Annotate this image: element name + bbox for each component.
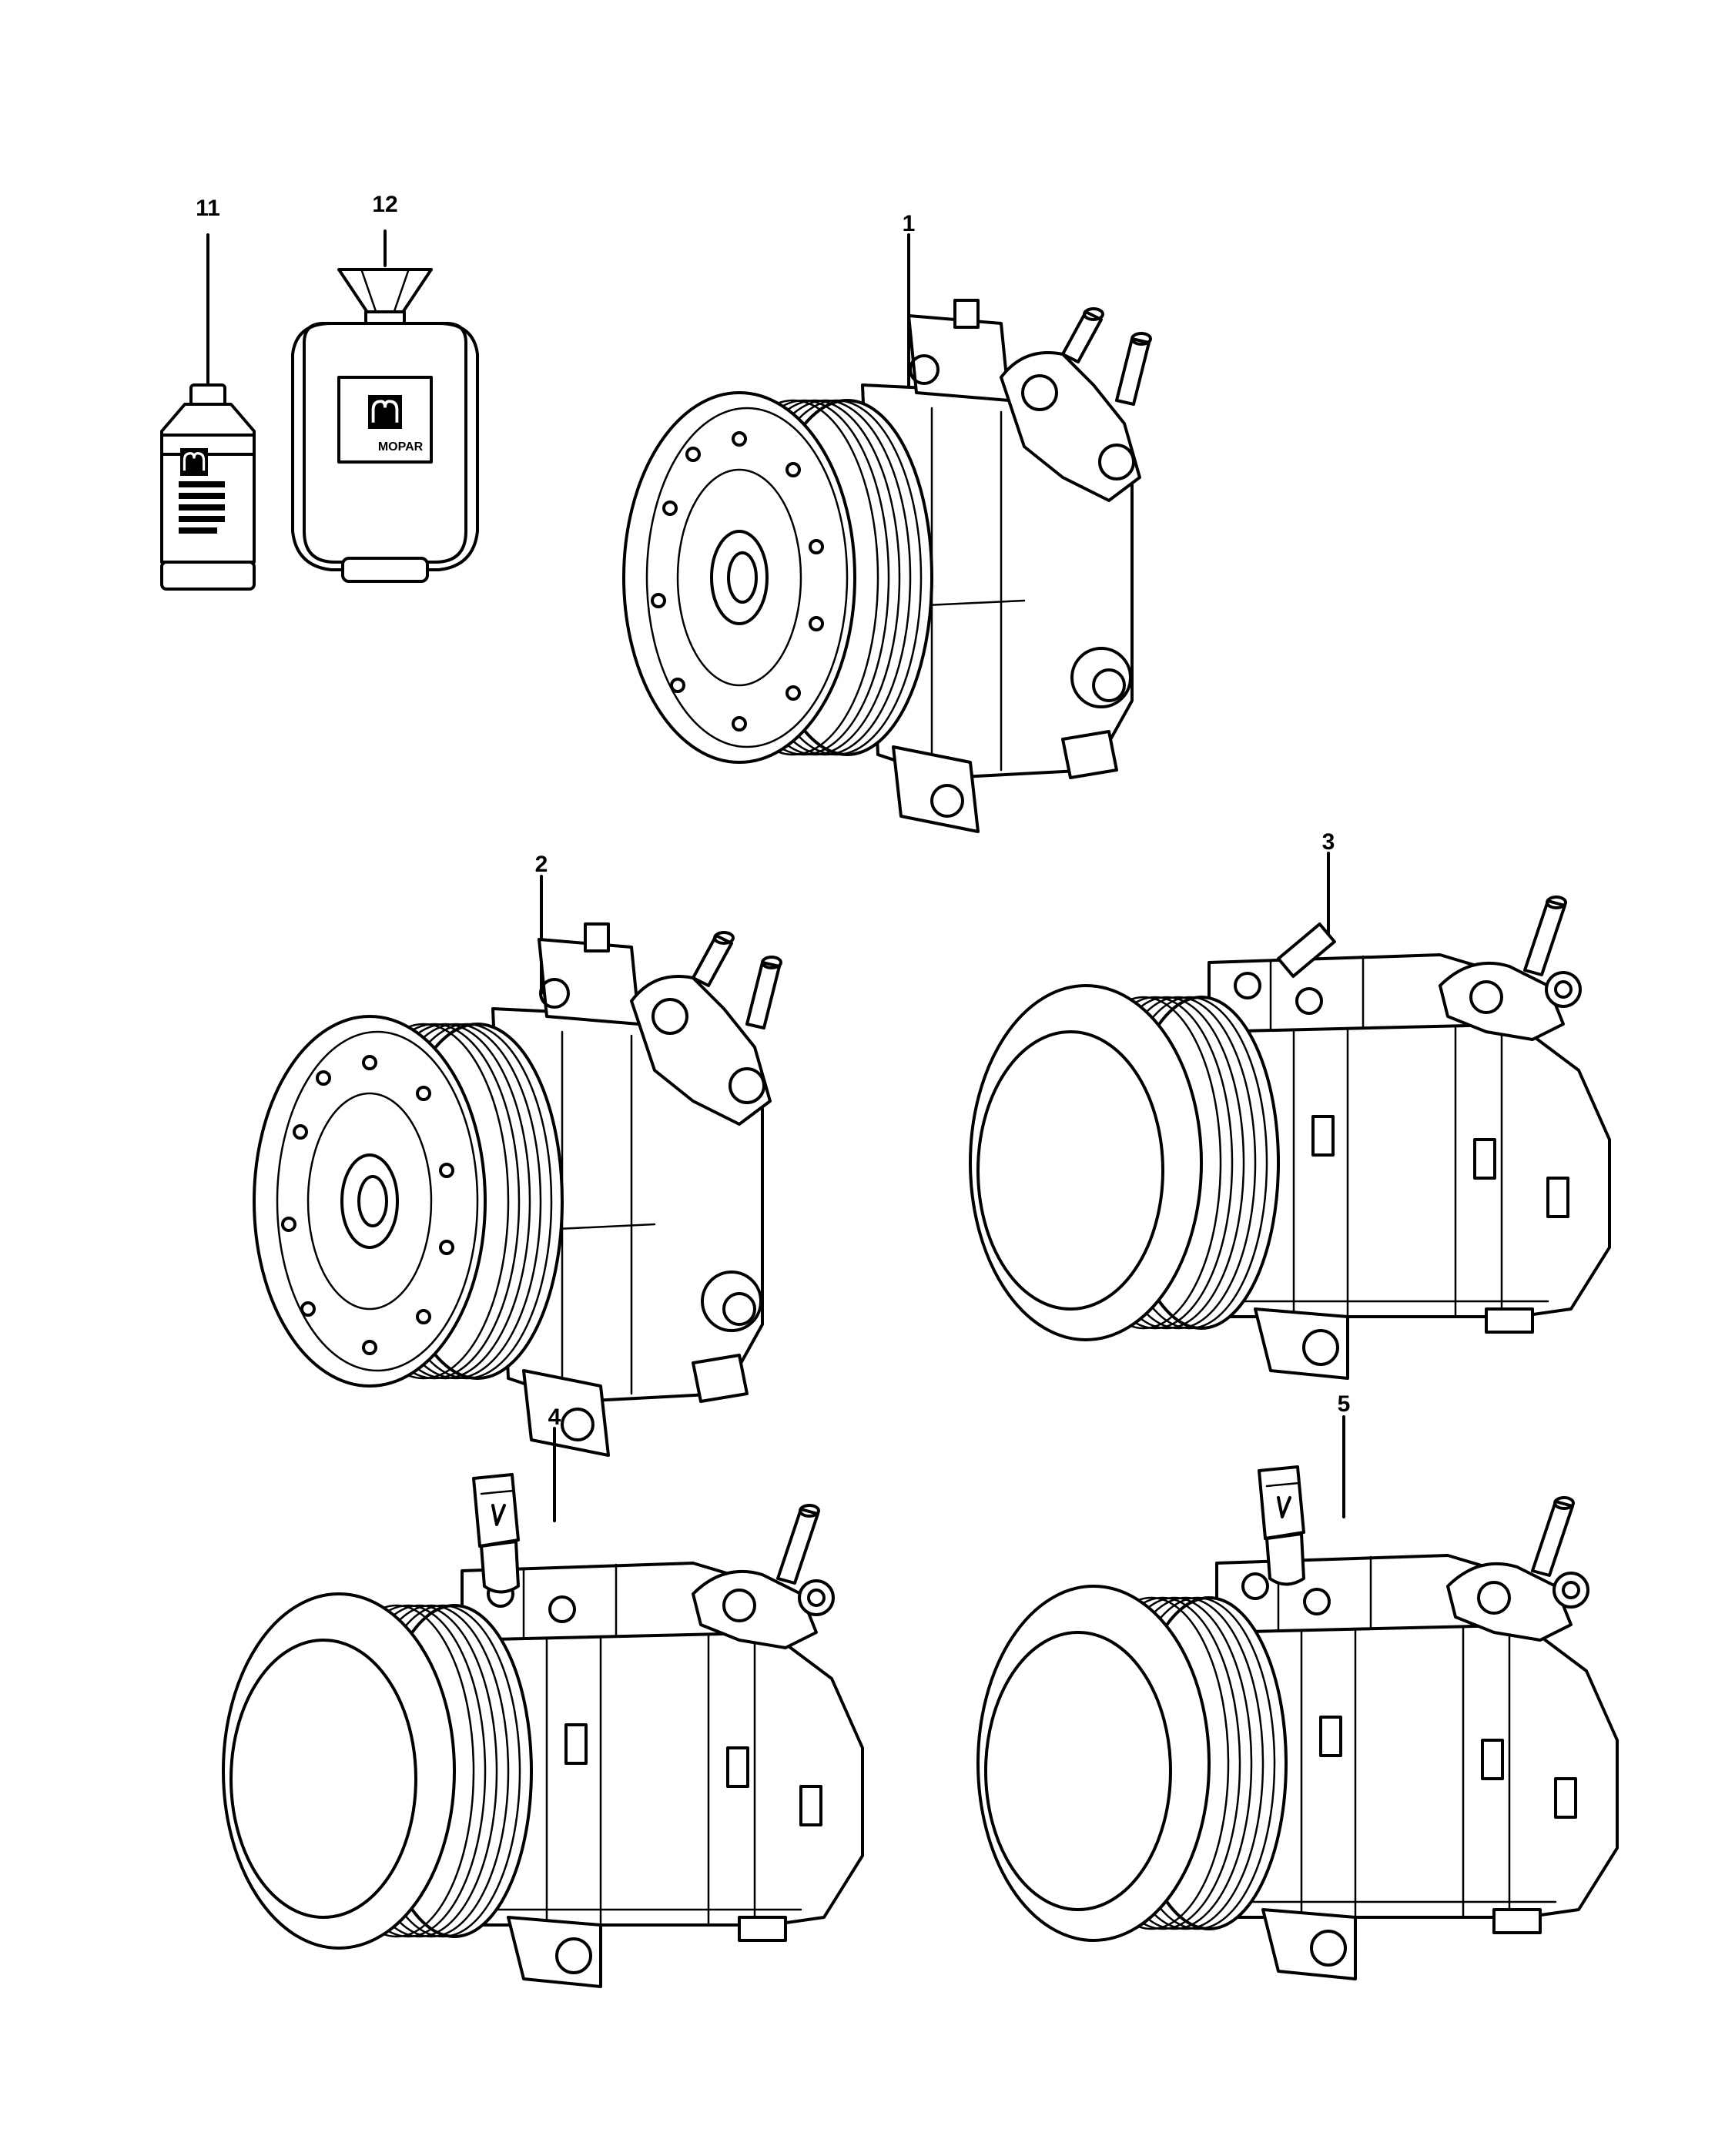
part-5-compressor — [976, 1415, 1619, 1980]
part-4-compressor — [222, 1427, 864, 1988]
part-11-bottle — [160, 233, 256, 591]
callout-1: 1 — [903, 211, 916, 236]
callout-11: 11 — [196, 196, 220, 221]
part-1-compressor — [622, 233, 1152, 833]
part-2-compressor — [253, 875, 782, 1457]
mopar-logo-icon — [367, 393, 404, 430]
callout-12: 12 — [372, 192, 397, 217]
callout-2: 2 — [535, 852, 548, 877]
callout-3: 3 — [1322, 829, 1335, 855]
part-3-compressor — [969, 852, 1611, 1380]
callout-5: 5 — [1338, 1391, 1351, 1417]
brand-logo-text: MOPAR — [378, 440, 424, 454]
mopar-logo-icon — [179, 447, 209, 477]
part-12-canister: MOPAR — [291, 229, 479, 583]
callout-4: 4 — [548, 1404, 561, 1430]
